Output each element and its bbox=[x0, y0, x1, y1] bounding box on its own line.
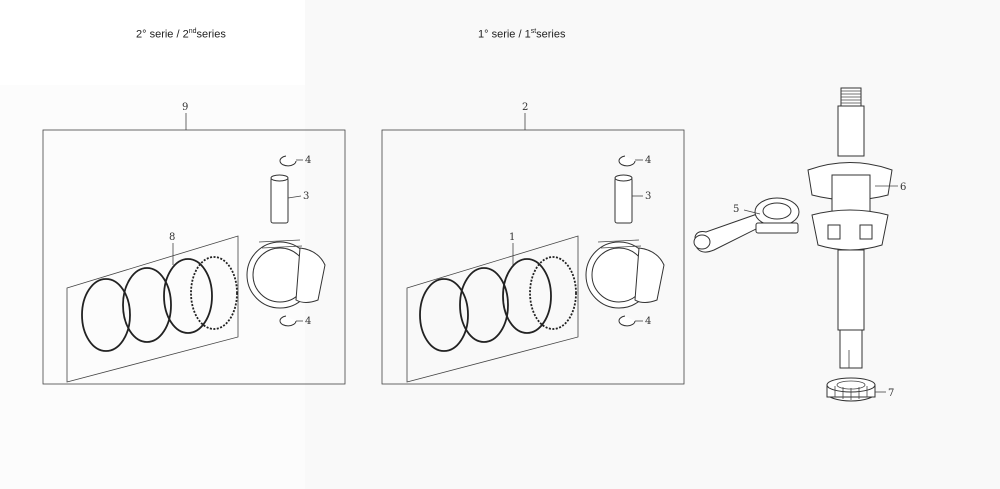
circlip-bottom-left[interactable]: 4 bbox=[279, 315, 311, 327]
callout-3-left[interactable]: 3 bbox=[303, 191, 309, 202]
callout-5[interactable]: 5 bbox=[733, 204, 739, 215]
piston-pin-left[interactable]: 3 bbox=[270, 174, 309, 224]
callout-4-right-bottom[interactable]: 4 bbox=[645, 316, 651, 327]
circlip-top-right[interactable]: 4 bbox=[618, 155, 651, 167]
piston-rings-right[interactable] bbox=[419, 256, 577, 352]
right-background bbox=[305, 0, 1000, 489]
series-title-left: 2° serie / 2ndseries bbox=[136, 28, 226, 41]
piston-rings-left[interactable] bbox=[81, 256, 238, 352]
timing-gear[interactable]: 7 bbox=[826, 377, 894, 402]
callout-7[interactable]: 7 bbox=[888, 388, 894, 399]
callout-8[interactable]: 8 bbox=[169, 232, 175, 243]
rings-1-frame bbox=[406, 235, 579, 383]
connecting-rod[interactable]: 5 bbox=[693, 197, 800, 253]
crankshaft[interactable]: 6 bbox=[807, 87, 906, 369]
callout-4-left-bottom[interactable]: 4 bbox=[305, 316, 311, 327]
circlip-top-left[interactable]: 4 bbox=[279, 155, 311, 167]
piston-pin-right[interactable]: 3 bbox=[614, 174, 651, 224]
callout-2[interactable]: 2 bbox=[522, 102, 528, 113]
callout-9[interactable]: 9 bbox=[182, 102, 188, 113]
kit-9-frame bbox=[42, 129, 346, 385]
circlip-bottom-right[interactable]: 4 bbox=[618, 315, 651, 327]
series-title-right: 1° serie / 1stseries bbox=[478, 28, 566, 41]
kit-2-group: 2 1 3 4 bbox=[381, 102, 685, 385]
callout-3-right[interactable]: 3 bbox=[645, 191, 651, 202]
piston-left[interactable] bbox=[246, 239, 326, 309]
piston-right[interactable] bbox=[585, 239, 665, 309]
kit-9-group: 9 8 3 bbox=[42, 102, 346, 385]
callout-1[interactable]: 1 bbox=[509, 232, 515, 243]
callout-6[interactable]: 6 bbox=[900, 182, 906, 193]
callout-4-right-top[interactable]: 4 bbox=[645, 155, 651, 166]
rings-8-frame bbox=[66, 235, 239, 383]
kit-2-frame bbox=[381, 129, 685, 385]
callout-4-left-top[interactable]: 4 bbox=[305, 155, 311, 166]
